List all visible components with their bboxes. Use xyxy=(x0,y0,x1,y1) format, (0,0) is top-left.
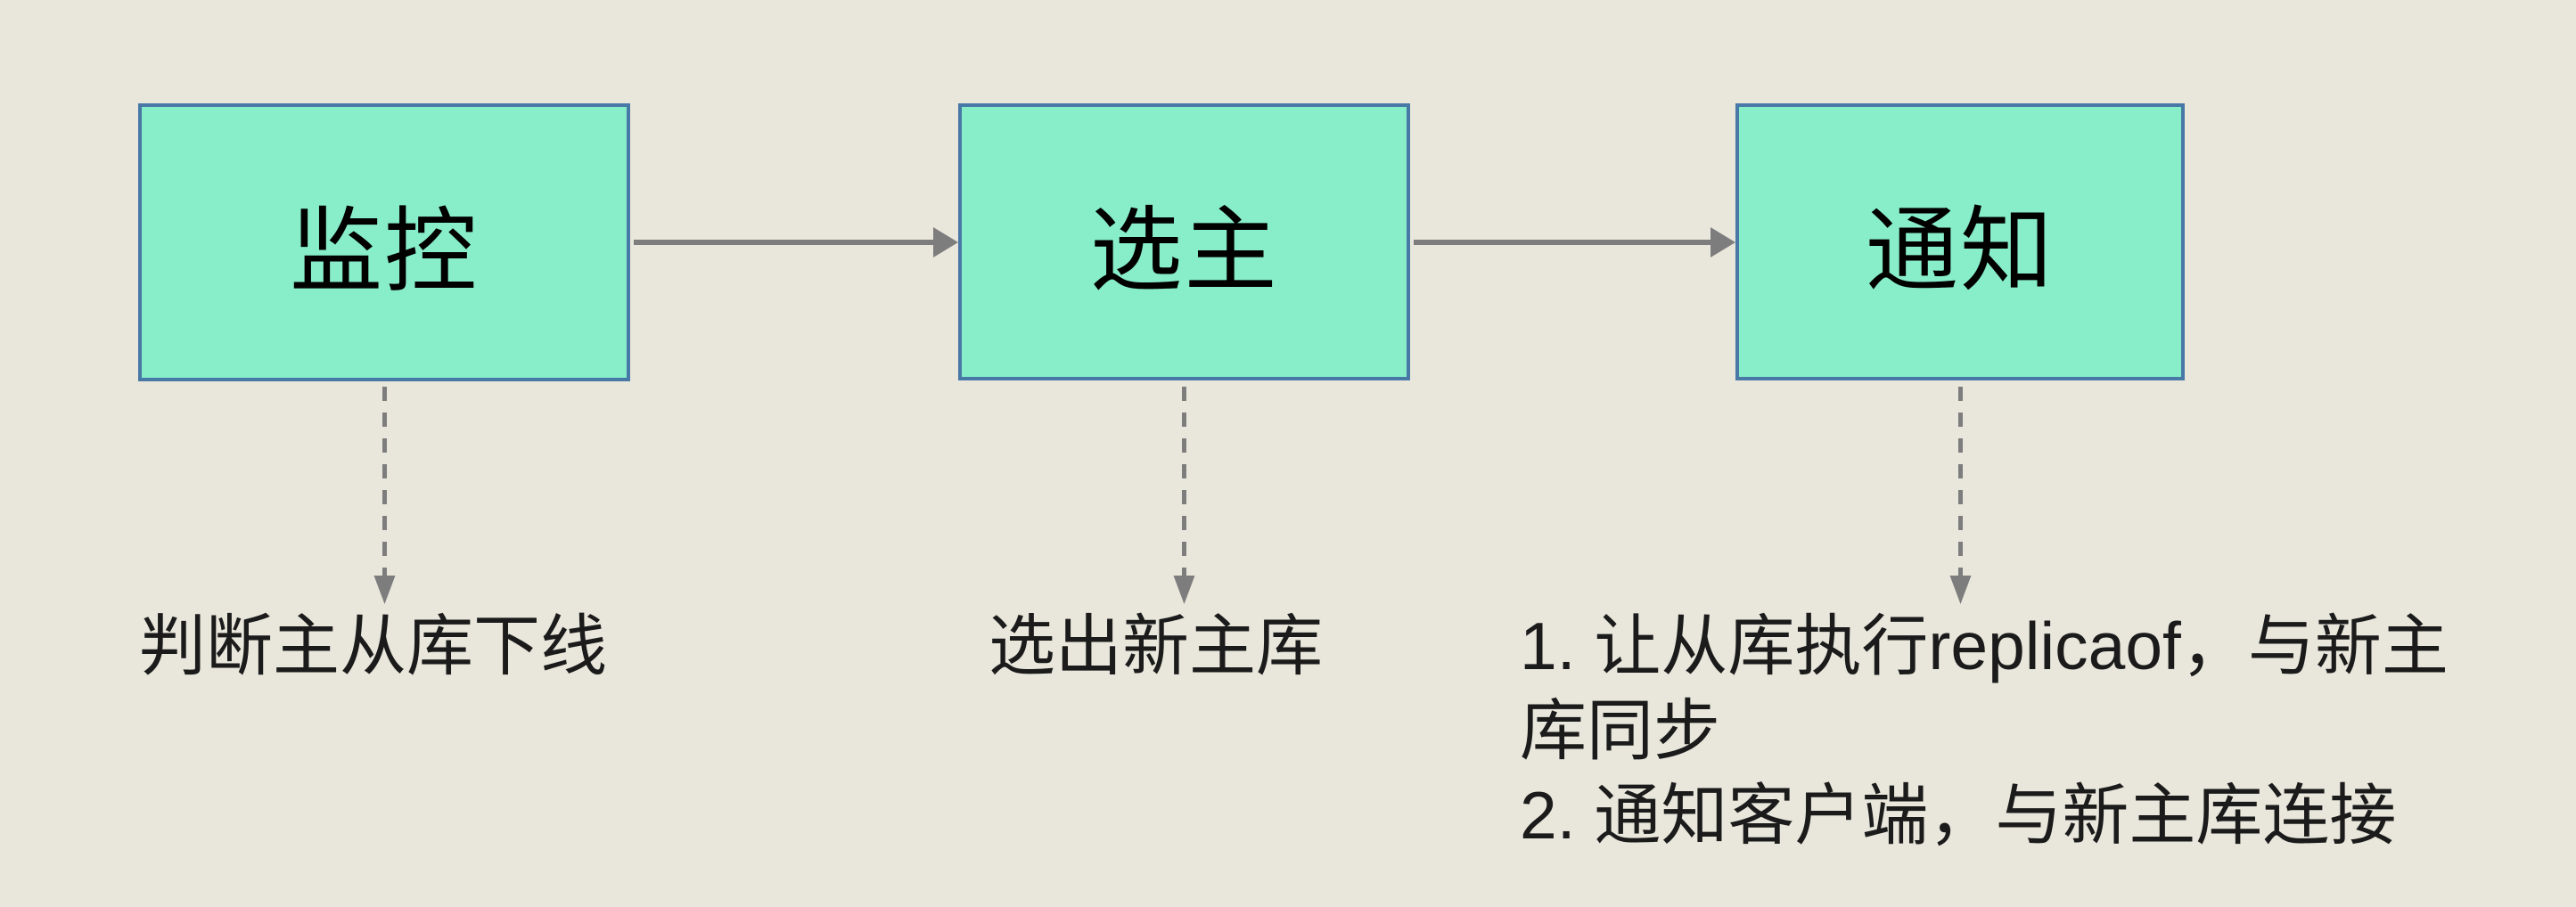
annotation-notify-line-1: 1. 让从库执行replicaof，与新主 xyxy=(1520,609,2449,683)
arrowhead-notify-icon xyxy=(1949,576,1972,604)
node-notify: 通知 xyxy=(1735,103,2185,380)
node-monitor: 监控 xyxy=(138,103,630,381)
arrowhead-monitor-to-elect-icon xyxy=(933,227,958,257)
annotation-monitor: 判断主从库下线 xyxy=(139,609,608,683)
annotation-notify: 1. 让从库执行replicaof，与新主 库同步 2. 通知客户端，与新主库连… xyxy=(1520,604,2449,858)
arrowhead-elect-to-notify-icon xyxy=(1710,227,1735,257)
arrowhead-elect-icon xyxy=(1173,576,1195,604)
annotation-elect-master: 选出新主库 xyxy=(989,609,1324,683)
node-notify-label: 通知 xyxy=(1865,200,2055,303)
node-monitor-label: 监控 xyxy=(289,200,479,304)
node-elect-master: 选主 xyxy=(958,103,1410,380)
annotation-notify-line-2: 库同步 xyxy=(1520,693,1721,768)
annotation-notify-line-3: 2. 通知客户端，与新主库连接 xyxy=(1520,778,2397,853)
node-elect-master-label: 选主 xyxy=(1089,200,1279,303)
arrowhead-monitor-icon xyxy=(373,576,396,604)
